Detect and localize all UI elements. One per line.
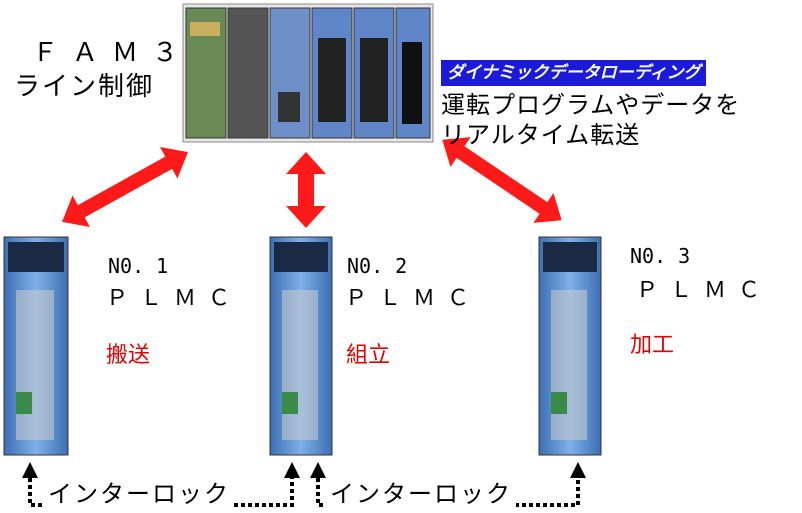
node-1-number: N0. 1 [108, 254, 169, 278]
fam3-title: ＦＡＭ３ [32, 38, 193, 68]
plmc-module-1 [3, 236, 69, 456]
node-1-role: 搬送 [106, 343, 151, 368]
fam3-subtitle: ライン制御 [14, 72, 155, 102]
node-3-role: 加工 [630, 333, 675, 358]
node-3-type: ＰＬＭＣ [636, 278, 773, 303]
node-2-number: N0. 2 [347, 254, 408, 278]
transfer-arrow-3 [442, 137, 562, 223]
dynamic-loading-banner: ダイナミックデータローディング [441, 60, 707, 86]
interlock-label-1: インターロック [44, 474, 234, 509]
transfer-arrow-2 [286, 152, 326, 228]
node-2-type: ＰＬＭＣ [345, 286, 482, 311]
transfer-arrows [62, 137, 562, 228]
interlock-label-2: インターロック [326, 474, 516, 509]
fam3-controller [182, 3, 434, 143]
fam3-label: ＦＡＭ３ ライン制御 [14, 36, 192, 104]
interlock-arrowheads [22, 462, 586, 478]
description-line-2: リアルタイム転送 [441, 121, 641, 149]
plmc-module-2 [269, 236, 333, 456]
node-1-type: ＰＬＭＣ [106, 286, 243, 311]
transfer-description: 運転プログラムやデータを リアルタイム転送 [441, 90, 740, 150]
node-3-number: N0. 3 [630, 244, 691, 268]
transfer-arrow-1 [62, 147, 188, 227]
description-line-1: 運転プログラムやデータを [441, 91, 741, 119]
node-2-role: 組立 [346, 343, 391, 368]
plmc-module-3 [538, 236, 602, 456]
